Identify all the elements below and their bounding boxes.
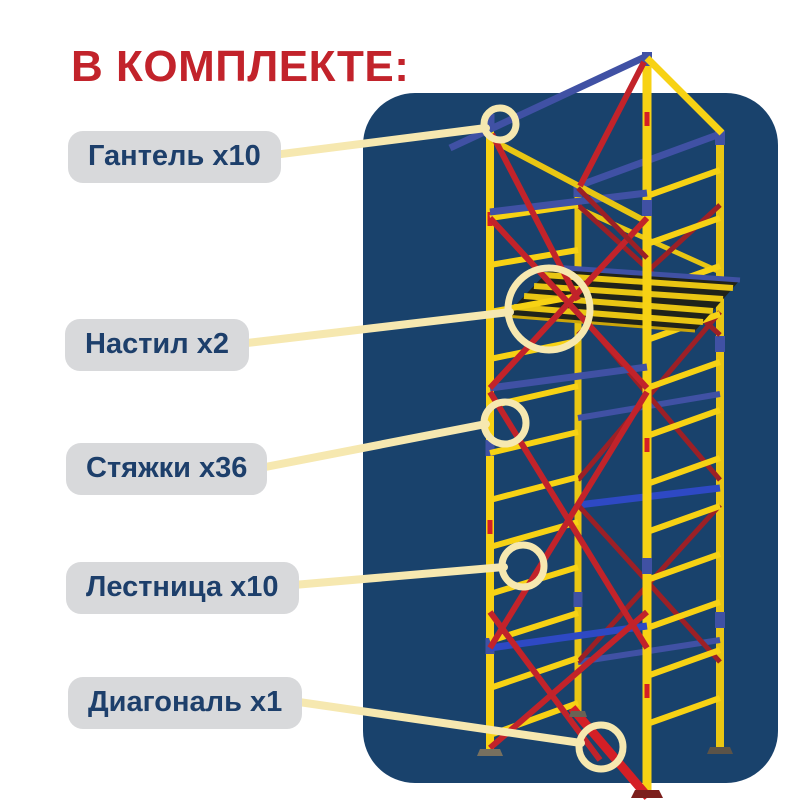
callout-label-diagonal: Диагональ x1	[68, 677, 303, 729]
callout-label-styazhki: Стяжки x36	[66, 443, 268, 495]
connector-line-styazhki	[246, 420, 490, 474]
highlight-ring-nastil	[504, 264, 594, 354]
highlight-ring-diagonal	[575, 721, 627, 773]
callout-label-gantel: Гантель x10	[68, 131, 281, 183]
highlight-ring-lestnitsa	[498, 541, 548, 591]
callout-lines	[226, 124, 585, 747]
highlight-rings	[480, 104, 627, 773]
scaffold-right-ladder	[645, 167, 722, 727]
highlight-ring-gantel	[480, 104, 520, 144]
page-title: В КОМПЛЕКТЕ:	[71, 42, 410, 91]
deck-platform	[504, 264, 741, 333]
callout-label-nastil: Настил x2	[65, 319, 249, 371]
connector-line-lestnitsa	[266, 563, 508, 591]
scaffold-feet	[477, 711, 733, 798]
connector-line-diagonal	[281, 696, 585, 747]
diagonal-member	[568, 705, 652, 800]
connector-line-nastil	[226, 308, 514, 349]
connector-line-gantel	[246, 124, 490, 162]
highlight-ring-styazhki	[480, 398, 530, 448]
callout-label-lestnitsa: Лестница x10	[66, 562, 299, 614]
